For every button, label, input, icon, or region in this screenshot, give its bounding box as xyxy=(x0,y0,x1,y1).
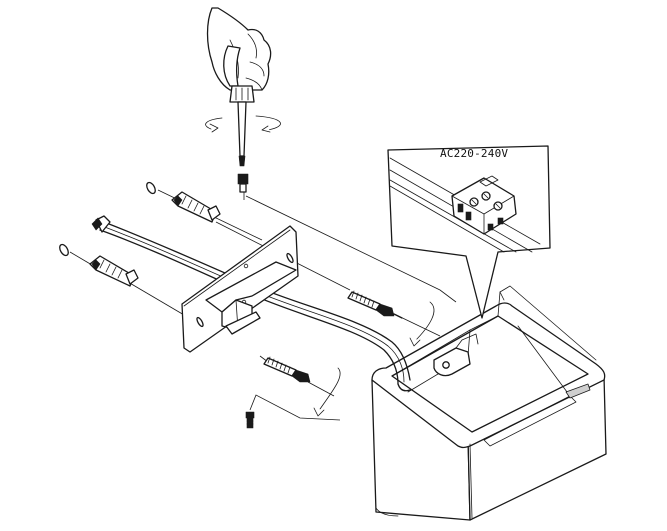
small-screw-top xyxy=(237,173,249,193)
wall-anchor-bottom xyxy=(89,255,139,287)
long-screw-top xyxy=(347,290,403,319)
washer-top xyxy=(146,181,156,195)
power-cable xyxy=(91,215,411,392)
hand-with-screwdriver xyxy=(206,7,272,167)
washer-bottom xyxy=(59,243,69,257)
callout-voltage-label: AC220-240V xyxy=(440,147,508,160)
long-screw-bottom xyxy=(263,356,311,383)
small-screw-bottom xyxy=(245,411,255,429)
top-fixing-set xyxy=(146,181,403,319)
terminal-block-callout: AC220-240V xyxy=(387,145,551,319)
bottom-fixing-set xyxy=(59,243,311,383)
rotation-arrows xyxy=(205,115,435,417)
wall-anchor-top xyxy=(171,191,221,223)
lamp-housing xyxy=(371,285,607,521)
mounting-bracket xyxy=(181,225,299,353)
terminal-block xyxy=(451,175,517,235)
